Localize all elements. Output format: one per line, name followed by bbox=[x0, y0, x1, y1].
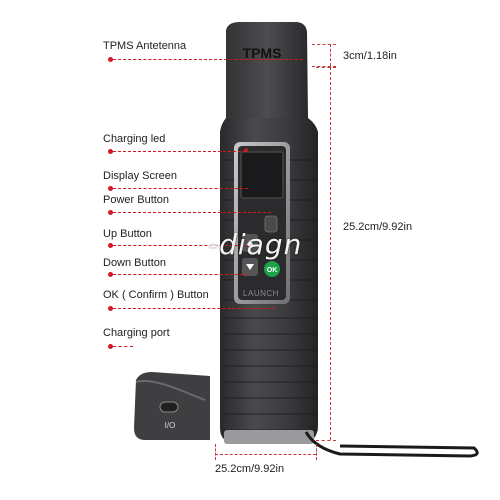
leader-line bbox=[113, 212, 271, 213]
label-charging-port: Charging port bbox=[103, 327, 170, 339]
label-display-screen: Display Screen bbox=[103, 170, 177, 182]
dim-body-height: 25.2cm/9.92in bbox=[343, 221, 413, 233]
leader-line bbox=[113, 151, 246, 152]
dim-tick bbox=[312, 66, 336, 67]
power-key bbox=[264, 215, 278, 233]
leader-dot bbox=[108, 57, 113, 62]
brand-bottom: LAUNCH bbox=[243, 289, 279, 298]
antenna-cap bbox=[226, 22, 308, 118]
label-tpms-antenna: TPMS Antetenna bbox=[103, 40, 187, 52]
ok-key-text: OK bbox=[267, 267, 278, 274]
leader-dot bbox=[108, 272, 113, 277]
brand-top: TPMS bbox=[243, 45, 282, 61]
dim-line-width bbox=[215, 454, 316, 455]
label-charging-led: Charging led bbox=[103, 133, 166, 145]
leader-dot bbox=[108, 344, 113, 349]
charging-port-closeup: I/O bbox=[134, 372, 210, 440]
leader-line bbox=[113, 188, 248, 189]
dim-line-body bbox=[330, 67, 331, 440]
port-label: I/O bbox=[165, 421, 176, 430]
label-down-button: Down Button bbox=[103, 257, 166, 269]
leader-dot bbox=[108, 210, 113, 215]
dim-tick bbox=[312, 44, 336, 45]
leader-dot bbox=[108, 243, 113, 248]
leader-dot bbox=[108, 149, 113, 154]
grip-ribs bbox=[222, 159, 318, 431]
device-base bbox=[224, 430, 314, 444]
label-up-button: Up Button bbox=[103, 228, 152, 240]
leader-line bbox=[113, 59, 303, 60]
dim-tick bbox=[215, 444, 216, 460]
dim-line-top bbox=[330, 44, 331, 66]
dim-tick bbox=[316, 440, 336, 441]
dim-width: 25.2cm/9.92in bbox=[215, 463, 285, 475]
leader-line bbox=[113, 245, 248, 246]
charging-led bbox=[244, 148, 248, 152]
lanyard bbox=[304, 431, 479, 458]
leader-dot bbox=[108, 186, 113, 191]
leader-dot bbox=[108, 306, 113, 311]
ok-key bbox=[264, 261, 280, 277]
leader-line bbox=[113, 346, 133, 347]
watermark-text: -diagn bbox=[208, 228, 303, 261]
label-power-button: Power Button bbox=[103, 194, 170, 206]
dim-tick bbox=[316, 444, 317, 460]
leader-line bbox=[113, 274, 248, 275]
dim-top-height: 3cm/1.18in bbox=[343, 50, 397, 62]
display-screen bbox=[240, 151, 284, 199]
dim-tick bbox=[316, 67, 336, 68]
label-ok-button: OK ( Confirm ) Button bbox=[103, 289, 209, 301]
leader-line bbox=[113, 308, 275, 309]
